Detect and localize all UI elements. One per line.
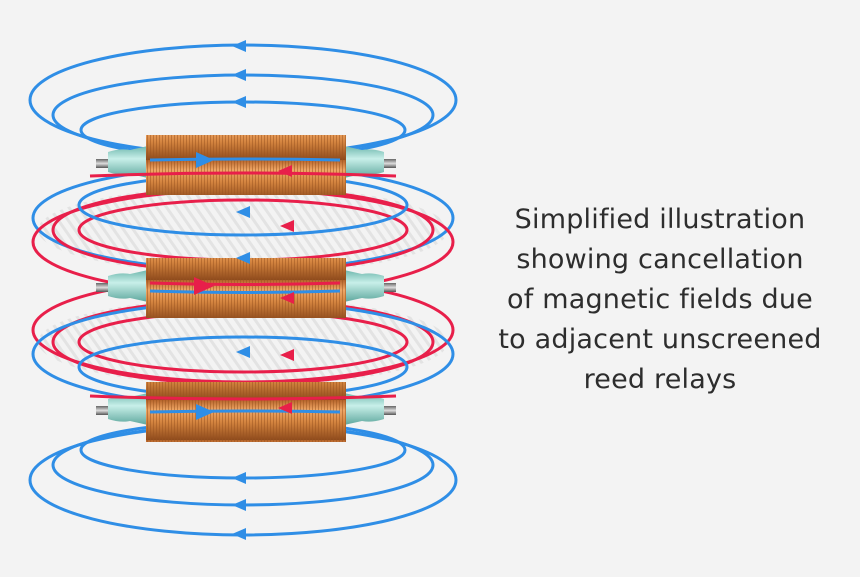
arrow-left-icon bbox=[280, 292, 294, 304]
arrow-left-icon bbox=[236, 252, 250, 264]
field-direction-arrows bbox=[194, 40, 294, 540]
arrow-left-icon bbox=[232, 96, 246, 108]
arrow-left-icon bbox=[232, 528, 246, 540]
caption-line: showing cancellation bbox=[516, 244, 804, 275]
diagram-caption: Simplified illustration showing cancella… bbox=[470, 200, 850, 400]
front-field-lines bbox=[89, 157, 397, 414]
caption-line: Simplified illustration bbox=[514, 204, 806, 235]
arrow-left-icon bbox=[232, 69, 246, 81]
arrow-left-icon bbox=[232, 499, 246, 511]
arrow-left-icon bbox=[232, 472, 246, 484]
arrow-right-icon bbox=[196, 152, 214, 168]
arrow-left-icon bbox=[278, 165, 292, 177]
arrow-left-icon bbox=[280, 349, 294, 361]
caption-line: reed relays bbox=[583, 364, 737, 395]
arrow-left-icon bbox=[280, 220, 294, 232]
arrow-left-icon bbox=[278, 402, 292, 414]
caption-line: of magnetic fields due bbox=[506, 284, 813, 315]
caption-line: to adjacent unscreened bbox=[498, 324, 822, 355]
arrow-left-icon bbox=[236, 206, 250, 218]
arrow-right-icon bbox=[194, 277, 214, 295]
middle-relay bbox=[96, 258, 396, 318]
top-relay bbox=[96, 135, 396, 195]
arrow-right-icon bbox=[196, 404, 214, 420]
arrow-left-icon bbox=[236, 346, 250, 358]
arrow-left-icon bbox=[232, 40, 246, 52]
